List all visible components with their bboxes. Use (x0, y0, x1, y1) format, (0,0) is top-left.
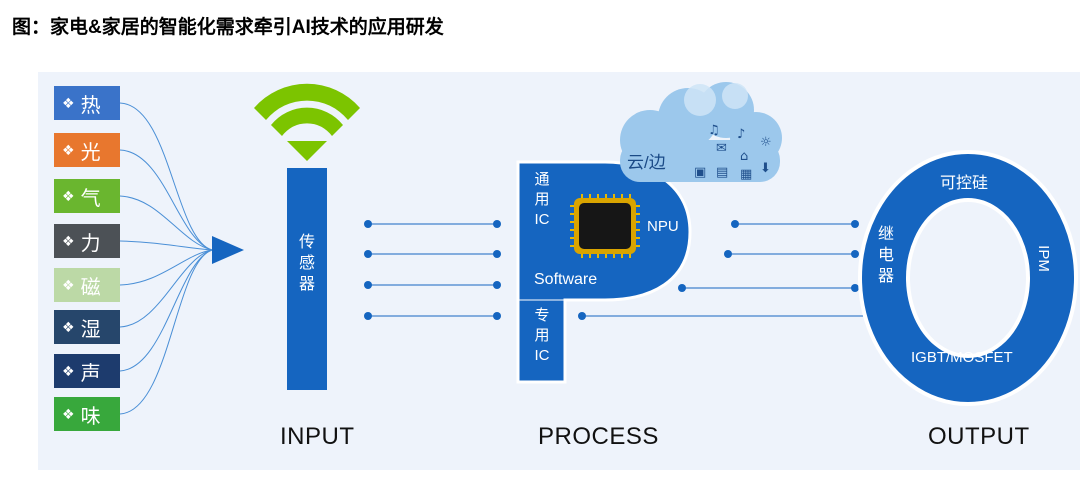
scr-label: 可控硅 (940, 175, 989, 192)
diamond-icon: ❖ (62, 362, 75, 379)
svg-text:▣: ▣ (694, 165, 706, 180)
figure-title: 图：家电&家居的智能化需求牵引AI技术的应用研发 (12, 17, 444, 38)
converge-arrow-icon (212, 236, 244, 264)
cloud-icon: ♫ ♪ ✉ ⌂ ☼ ▣ ▤ ▦ ⬇ (620, 82, 782, 182)
diamond-icon: ❖ (62, 232, 75, 249)
input-line-dots (364, 220, 501, 320)
svg-text:✉: ✉ (716, 141, 727, 156)
sensor-bar (287, 168, 327, 390)
sensor-magnetic: ❖磁 (54, 268, 120, 302)
dedicated-ic-label: 专用IC (534, 307, 550, 364)
npu-label: NPU (647, 218, 679, 235)
sensor-label: 声 (80, 362, 101, 385)
svg-text:▦: ▦ (740, 167, 752, 182)
sensor-label: 光 (80, 141, 101, 164)
diamond-icon: ❖ (62, 94, 75, 111)
input-stage-label: INPUT (280, 423, 355, 450)
ipm-label: IPM (1034, 245, 1052, 272)
diamond-icon: ❖ (62, 187, 75, 204)
sensor-label: 热 (80, 94, 101, 117)
svg-text:♪: ♪ (737, 127, 745, 142)
svg-text:▤: ▤ (716, 165, 728, 180)
sensor-label: 磁 (80, 276, 101, 299)
output-lines (582, 223, 868, 317)
sensor-light: ❖光 (54, 133, 120, 167)
process-stage-label: PROCESS (538, 423, 659, 450)
sensor-humidity: ❖湿 (54, 310, 120, 344)
sensor-bar-label: 传感器 (298, 234, 315, 293)
input-lines (368, 223, 497, 317)
diamond-icon: ❖ (62, 318, 75, 335)
general-ic-label: 通用IC (534, 171, 550, 228)
svg-text:♫: ♫ (708, 123, 720, 138)
software-label: Software (534, 271, 598, 288)
sensor-label: 湿 (80, 318, 101, 341)
sensor-label: 力 (80, 232, 101, 255)
sensor-heat: ❖热 (54, 86, 120, 120)
svg-text:☼: ☼ (760, 135, 772, 150)
diamond-icon: ❖ (62, 405, 75, 422)
sensor-force: ❖力 (54, 224, 120, 258)
cloud-edge-label: 云/边 (627, 153, 666, 172)
output-line-dots (578, 220, 872, 320)
wifi-icon (254, 83, 360, 161)
igbt-mosfet-label: IGBT/MOSFET (911, 349, 1013, 366)
diamond-icon: ❖ (62, 141, 75, 158)
sensor-label: 味 (80, 405, 101, 428)
sensor-label: 气 (80, 187, 101, 210)
svg-text:⌂: ⌂ (740, 149, 748, 164)
output-stage-label: OUTPUT (928, 423, 1030, 450)
diamond-icon: ❖ (62, 276, 75, 293)
converging-lines (119, 102, 213, 415)
relay-label: 继电器 (877, 226, 894, 285)
svg-text:⬇: ⬇ (760, 161, 771, 176)
sensor-gas: ❖气 (54, 179, 120, 213)
chip-icon (570, 194, 640, 258)
sensor-sound: ❖声 (54, 354, 120, 388)
sensor-taste: ❖味 (54, 397, 120, 431)
output-o-ring (858, 150, 1078, 406)
